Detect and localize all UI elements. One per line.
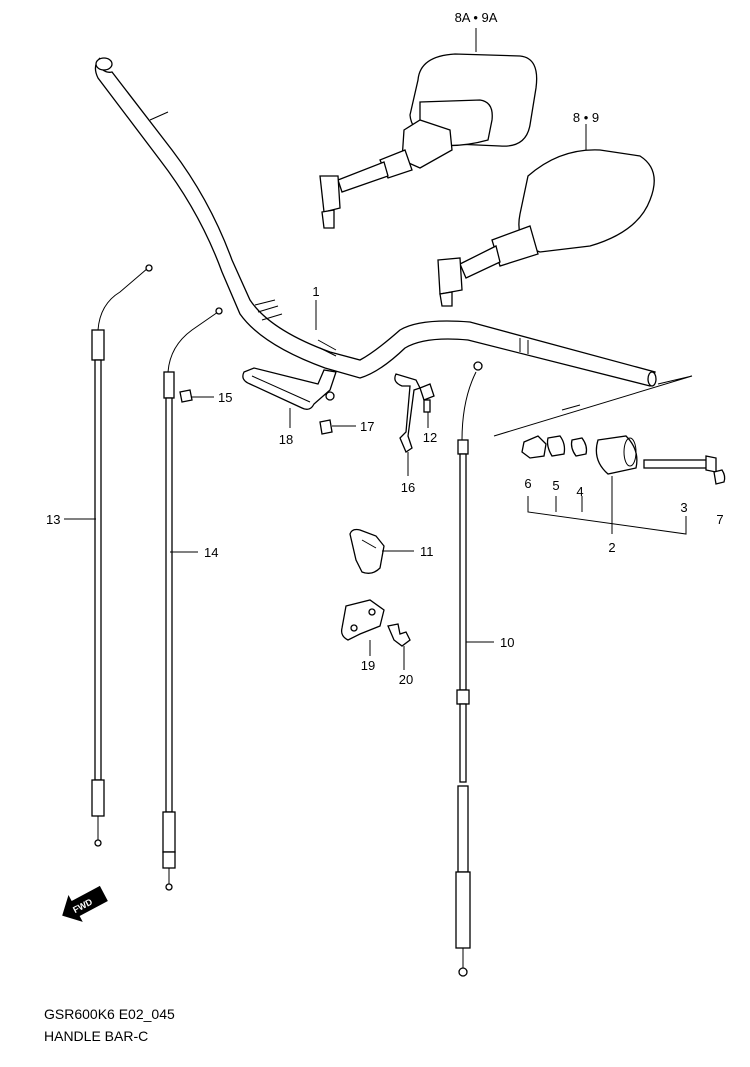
bolt-20[interactable] xyxy=(387,623,411,647)
label-17: 17 xyxy=(360,419,374,434)
bracket-19[interactable] xyxy=(340,599,385,641)
label-1: 1 xyxy=(312,284,319,299)
model-code: GSR600K6 E02_045 xyxy=(44,1006,175,1022)
part-labels: 8A • 9A 8 • 9 1 13 14 15 17 18 12 16 11 … xyxy=(46,10,724,687)
label-8-9: 8 • 9 xyxy=(573,110,599,125)
screw-17[interactable] xyxy=(319,419,333,435)
nut-6[interactable] xyxy=(521,435,547,459)
fwd-arrow-icon: FWD xyxy=(62,885,108,922)
bolt-3[interactable] xyxy=(643,455,717,473)
label-3: 3 xyxy=(680,500,687,515)
label-16: 16 xyxy=(401,480,415,495)
label-10: 10 xyxy=(500,635,514,650)
label-7: 7 xyxy=(716,512,723,527)
leader-lines xyxy=(64,28,587,670)
cable-guide-18[interactable] xyxy=(242,367,337,410)
label-2: 2 xyxy=(608,540,615,555)
cable-14[interactable] xyxy=(162,307,223,891)
cap-7[interactable] xyxy=(713,469,726,485)
label-5: 5 xyxy=(552,478,559,493)
section-line xyxy=(493,375,693,437)
label-15: 15 xyxy=(218,390,232,405)
spacer-4[interactable] xyxy=(570,437,588,457)
label-12: 12 xyxy=(423,430,437,445)
diagram-title: HANDLE BAR-C xyxy=(44,1028,148,1044)
spacer-5[interactable] xyxy=(546,435,566,457)
label-20: 20 xyxy=(399,672,413,687)
mirror-8a-9a[interactable] xyxy=(319,53,538,229)
label-13: 13 xyxy=(46,512,60,527)
label-18: 18 xyxy=(279,432,293,447)
cable-13[interactable] xyxy=(91,264,153,847)
group-bracket xyxy=(527,476,687,535)
label-19: 19 xyxy=(361,658,375,673)
balancer-2[interactable] xyxy=(595,435,638,475)
cable-10[interactable] xyxy=(455,361,483,977)
label-6: 6 xyxy=(524,476,531,491)
label-4: 4 xyxy=(576,484,583,499)
handlebar[interactable] xyxy=(94,57,657,387)
bolt-12[interactable] xyxy=(419,383,435,413)
screw-15[interactable] xyxy=(179,389,193,403)
label-14: 14 xyxy=(204,545,218,560)
mirror-8-9[interactable] xyxy=(437,149,655,307)
label-11: 11 xyxy=(420,544,434,559)
clamp-11[interactable] xyxy=(349,528,385,574)
label-8a-9a: 8A • 9A xyxy=(455,10,498,25)
clamp-16[interactable] xyxy=(394,373,421,453)
